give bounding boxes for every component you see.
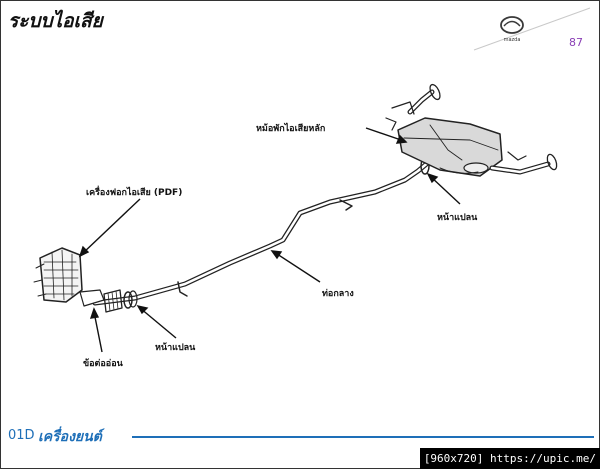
page-title: ระบบไอเสีย — [8, 10, 103, 32]
footer-code: 01D — [8, 428, 35, 443]
label-main-muffler: หม้อพักไอเสียหลัก — [256, 124, 326, 134]
mazda-logo-icon: mazda — [470, 6, 594, 52]
label-flange-left: หน้าแปลน — [155, 343, 196, 353]
label-flange-right: หน้าแปลน — [437, 213, 478, 223]
watermark: [960x720] https://upic.me/ — [420, 448, 600, 469]
footer-divider — [132, 436, 594, 438]
svg-text:mazda: mazda — [504, 37, 521, 43]
label-middle-pipe: ท่อกลาง — [322, 289, 354, 299]
label-flexible-joint: ข้อต่ออ่อน — [83, 359, 123, 369]
page-number: 87 — [569, 36, 583, 49]
footer-title: เครื่องยนต์ — [38, 429, 102, 445]
label-catalytic-converter: เครื่องฟอกไอเสีย (PDF) — [86, 188, 183, 198]
